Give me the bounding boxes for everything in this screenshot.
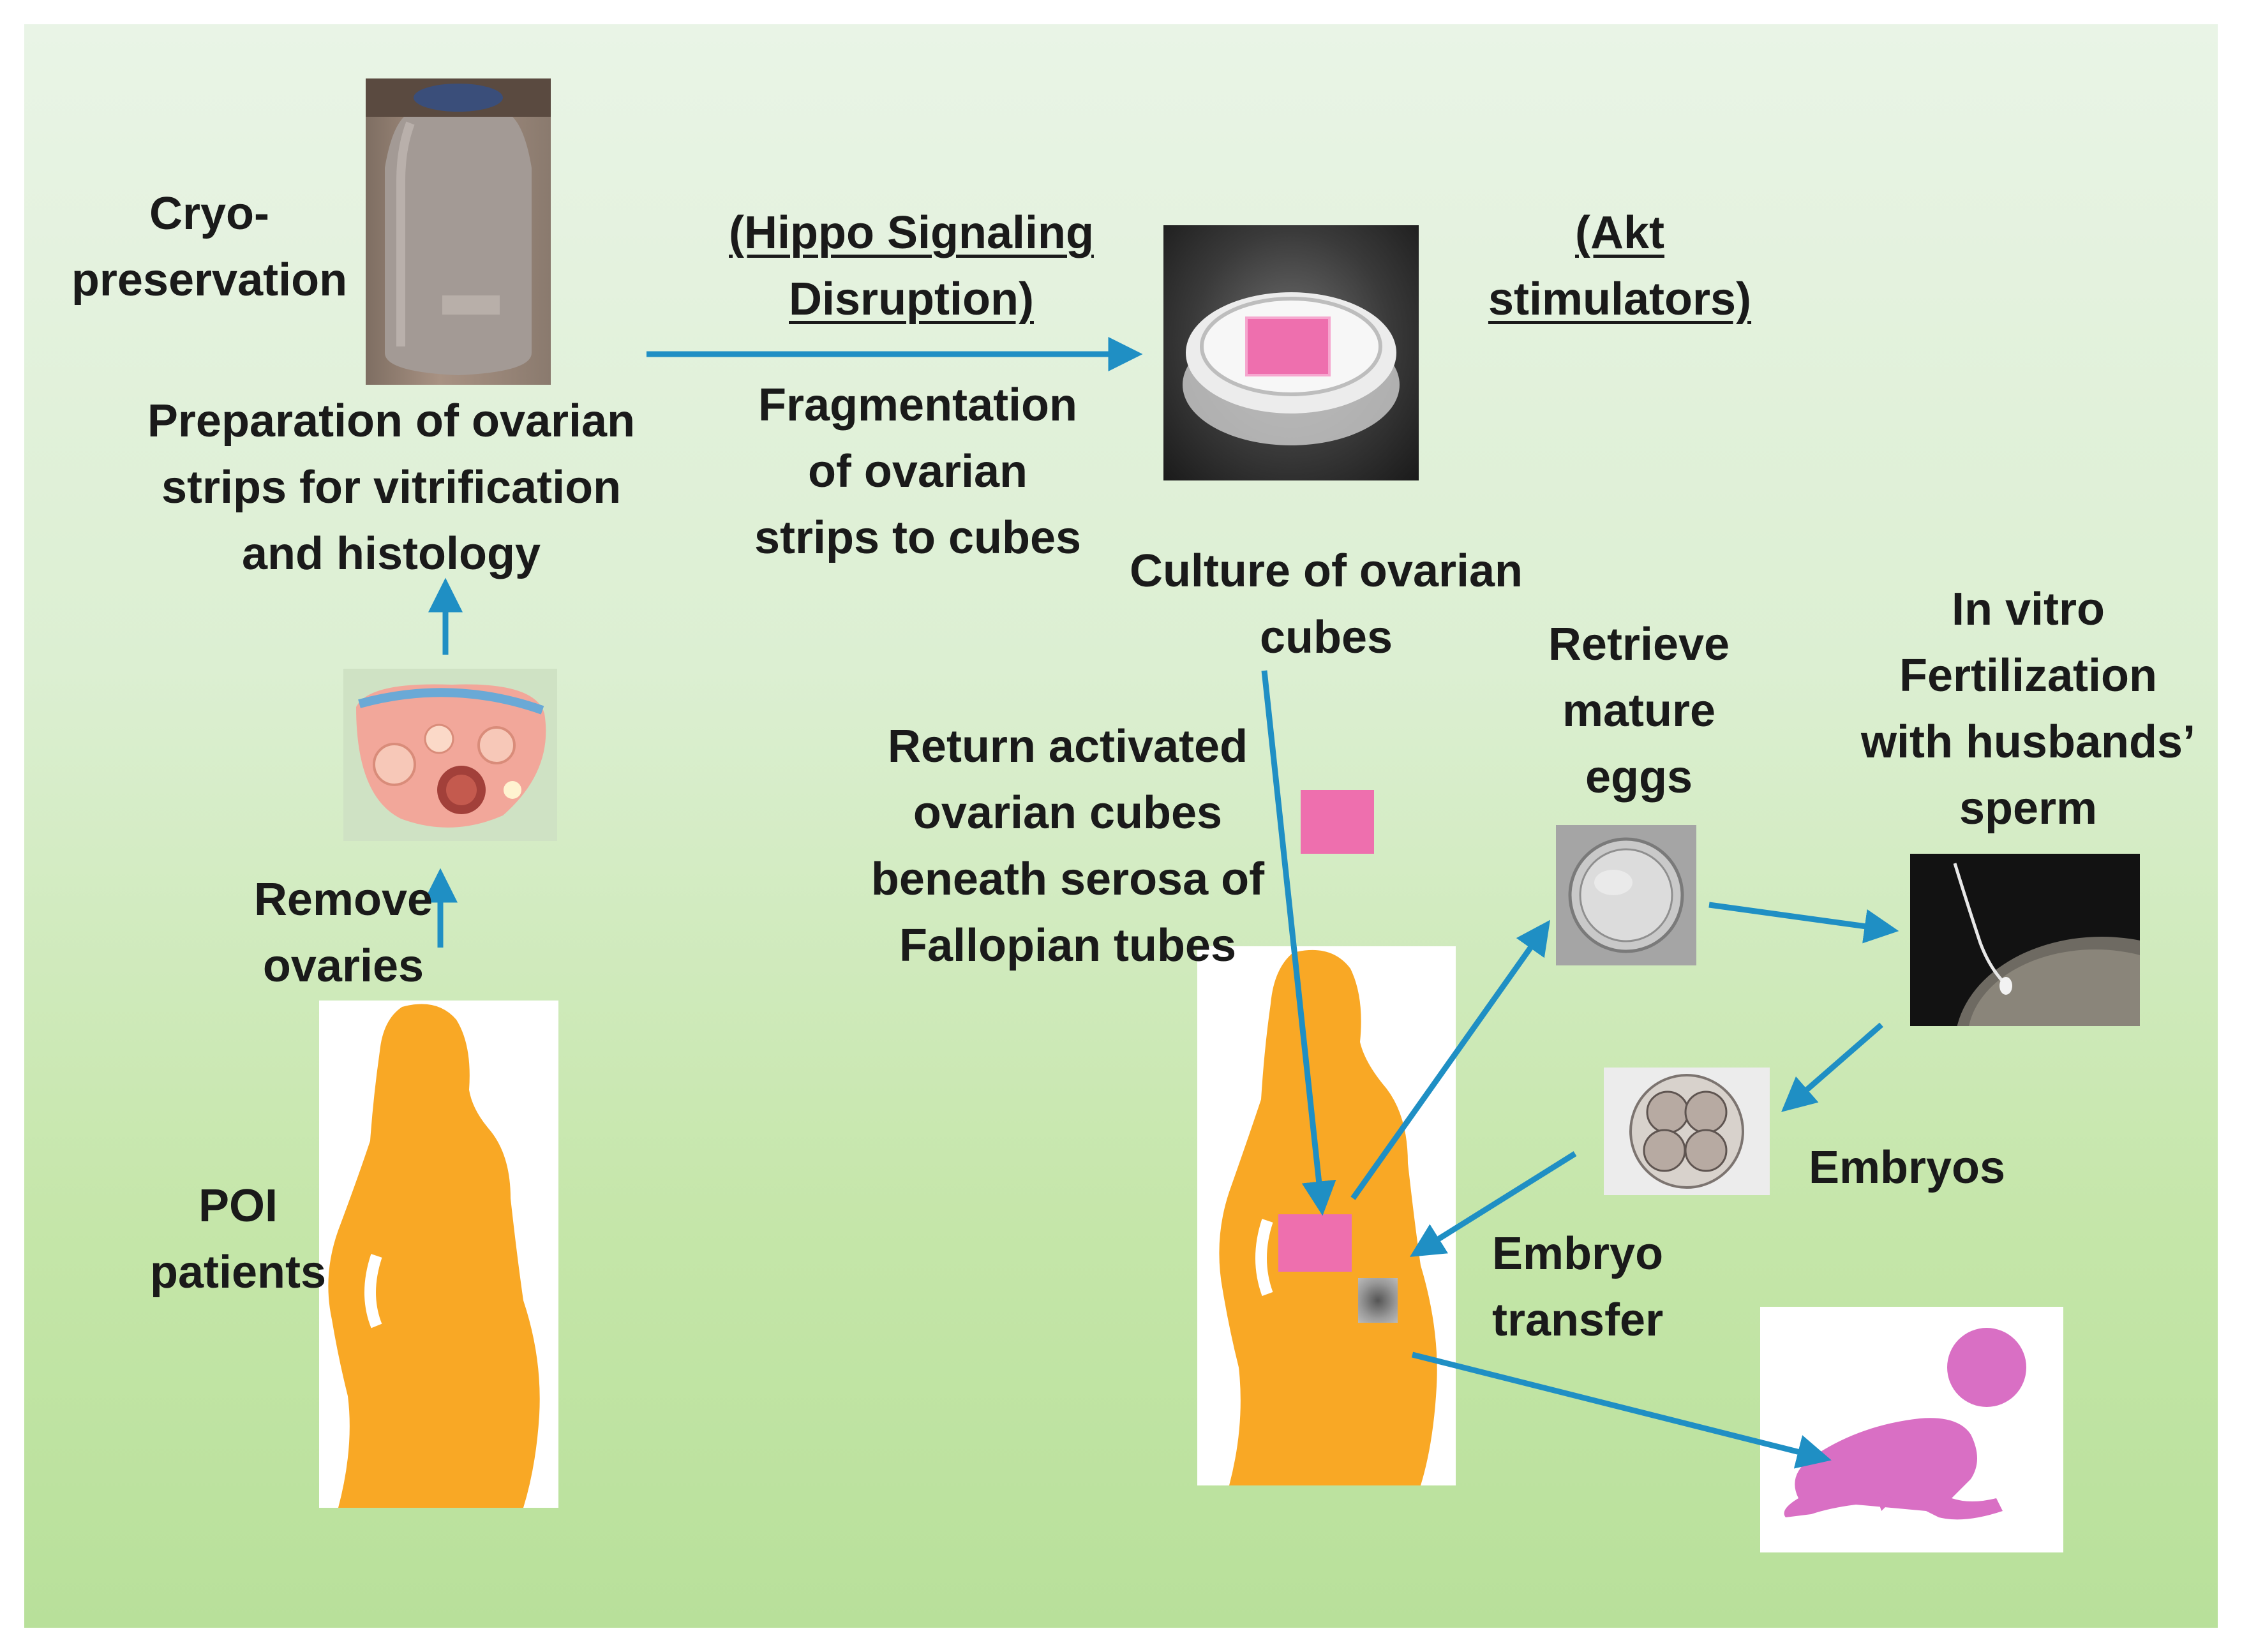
poi-patient-silhouette [319, 1001, 558, 1508]
arrow-retrieve-eggs [1350, 919, 1551, 1200]
arrow-to-embryos [1781, 1022, 1883, 1112]
arrow-embryo-transfer [1409, 1151, 1577, 1257]
cryo-tank-image [366, 78, 551, 385]
arrow-layer [423, 337, 1899, 1469]
activated-ovarian-cube [1301, 790, 1374, 854]
label-poi-patients: POI patients [149, 1180, 327, 1298]
label-culture: Culture of ovarian cubes [1129, 546, 1523, 663]
label-retrieve-eggs: Retrieve mature eggs [1548, 619, 1730, 803]
baby-silhouette [1760, 1307, 2063, 1552]
label-embryos: Embryos [1808, 1142, 2006, 1193]
petri-dish-image [1163, 225, 1419, 480]
mature-egg-image [1556, 825, 1696, 965]
label-remove-ovaries: Remove ovaries [253, 874, 433, 992]
diagram-canvas: Cryo- preservation Preparation of ovaria… [24, 24, 2218, 1628]
label-akt: (Akt stimulators) [1488, 207, 1752, 325]
transplanted-cube [1278, 1214, 1352, 1272]
label-embryo-transfer: Embryo transfer [1492, 1228, 1664, 1346]
sperm-fertilization-image [1910, 854, 2140, 1026]
ovary-illustration [343, 669, 557, 841]
embryo-image [1604, 1068, 1770, 1195]
arrow-to-ivf [1708, 902, 1899, 944]
transferred-embryo-thumb [1358, 1278, 1398, 1323]
silhouette-body-left [328, 1004, 540, 1508]
label-hippo: (Hippo Signaling Disruption) [729, 207, 1094, 325]
label-fragmentation: Fragmentation of ovarian strips to cubes [754, 380, 1082, 563]
arrow-to-baby [1411, 1351, 1832, 1469]
label-return-cubes: Return activated ovarian cubes beneath s… [871, 721, 1265, 971]
arrow-return-cubes [1261, 670, 1336, 1216]
label-cryopreservation: Cryo- preservation [71, 188, 348, 306]
label-ivf: In vitro Fertilization with husbands’ sp… [1860, 584, 2195, 834]
label-preparation: Preparation of ovarian strips for vitrif… [147, 396, 636, 579]
